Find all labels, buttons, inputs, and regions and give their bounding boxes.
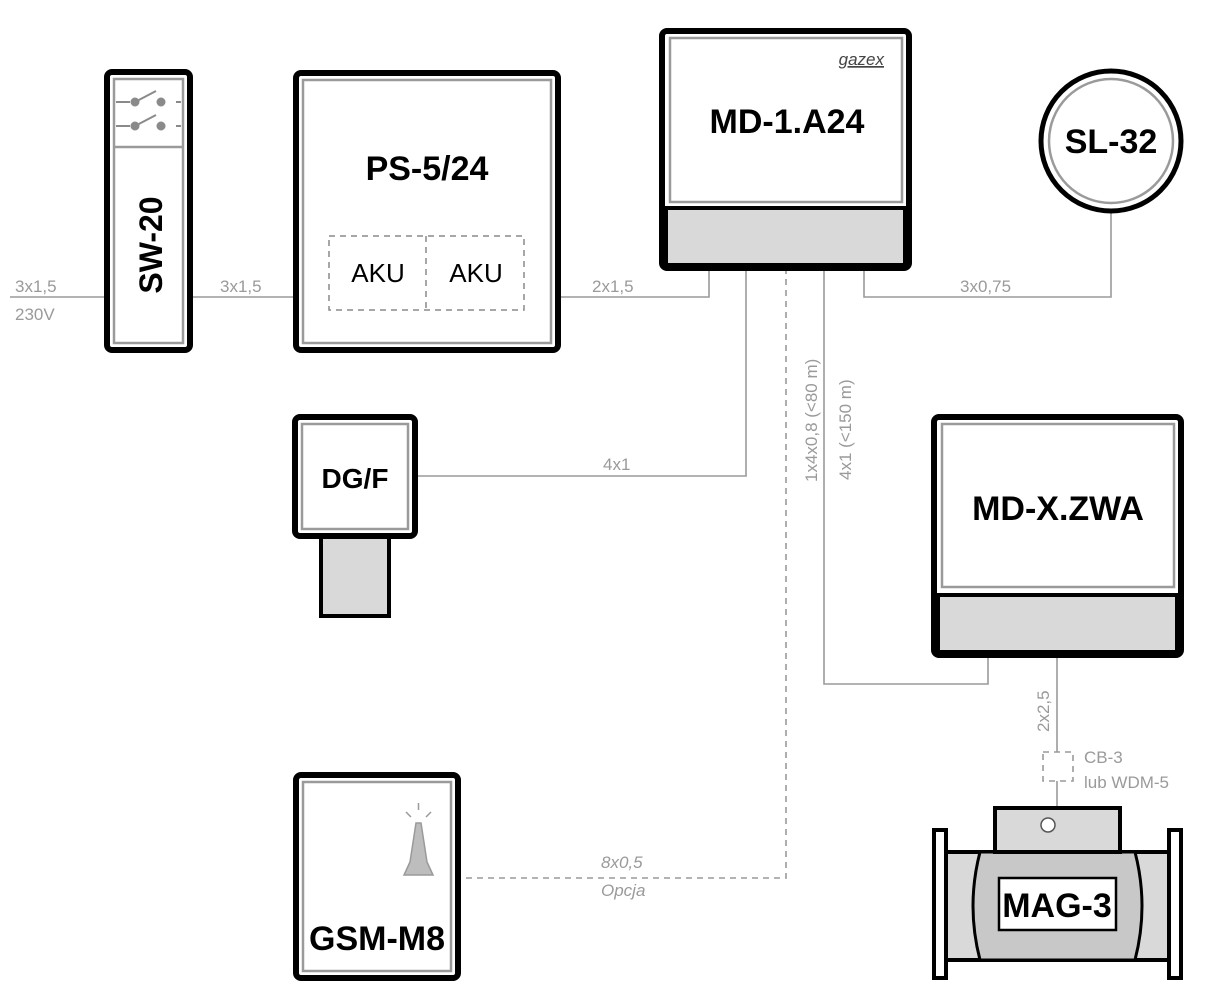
brand-logo: gazex — [839, 50, 885, 69]
cable-bus-1: 1x4x0,8 (<80 m) — [802, 359, 821, 482]
wire-dg-md — [415, 268, 747, 477]
aku-label-2: AKU — [449, 258, 502, 288]
cable-sw-ps: 3x1,5 — [220, 277, 262, 296]
mag3-valve: MAG-3 — [932, 806, 1183, 980]
md1-label: MD-1.A24 — [710, 103, 865, 141]
ps524-label: PS-5/24 — [366, 150, 489, 188]
switch-icon — [116, 90, 181, 131]
cable-ps-md: 2x1,5 — [592, 277, 634, 296]
aku-label-1: AKU — [351, 258, 404, 288]
cable-md-sl: 3x0,75 — [960, 277, 1011, 296]
dgf-label: DG/F — [322, 463, 389, 494]
wires — [10, 212, 1112, 879]
md1-device: MD-1.A24 gazex — [659, 28, 912, 271]
antenna-icon — [402, 803, 435, 876]
cable-bus-2: 4x1 (<150 m) — [836, 379, 855, 480]
wire-ps-md — [558, 268, 710, 298]
cable-option: 8x0,5 — [601, 853, 643, 872]
mag3-label: MAG-3 — [1002, 887, 1112, 925]
sw20-label: SW-20 — [133, 196, 169, 293]
ps524-device: PS-5/24 AKU AKU — [293, 70, 561, 353]
cable-option-label: Opcja — [601, 881, 645, 900]
cb-label-1: CB-3 — [1084, 748, 1123, 767]
cb-label-2: lub WDM-5 — [1084, 773, 1169, 792]
sl32-label: SL-32 — [1065, 123, 1158, 161]
cable-valve: 2x2,5 — [1034, 690, 1053, 732]
dgf-device: DG/F — [292, 414, 418, 618]
sw20-device: SW-20 — [104, 69, 193, 353]
battery-compartment — [328, 235, 525, 311]
sl32-device: SL-32 — [1038, 68, 1184, 214]
cb-module-box — [1042, 751, 1074, 782]
wire-md-gsm-option — [458, 268, 787, 879]
valve-actuator — [993, 806, 1122, 854]
mdx-device: MD-X.ZWA — [931, 414, 1184, 658]
mdx-label: MD-X.ZWA — [972, 490, 1144, 528]
wire-md-mdx — [823, 268, 989, 685]
cable-mains: 3x1,5 — [15, 277, 57, 296]
gsm-label: GSM-M8 — [309, 920, 445, 958]
cable-labels: 3x1,5 230V 3x1,5 2x1,5 3x0,75 4x1 1x4x0,… — [15, 277, 1169, 900]
wire-md-sl — [863, 212, 1112, 298]
cable-dg: 4x1 — [603, 455, 630, 474]
gsm-device: GSM-M8 — [293, 772, 461, 981]
cable-mains-voltage: 230V — [15, 305, 55, 324]
